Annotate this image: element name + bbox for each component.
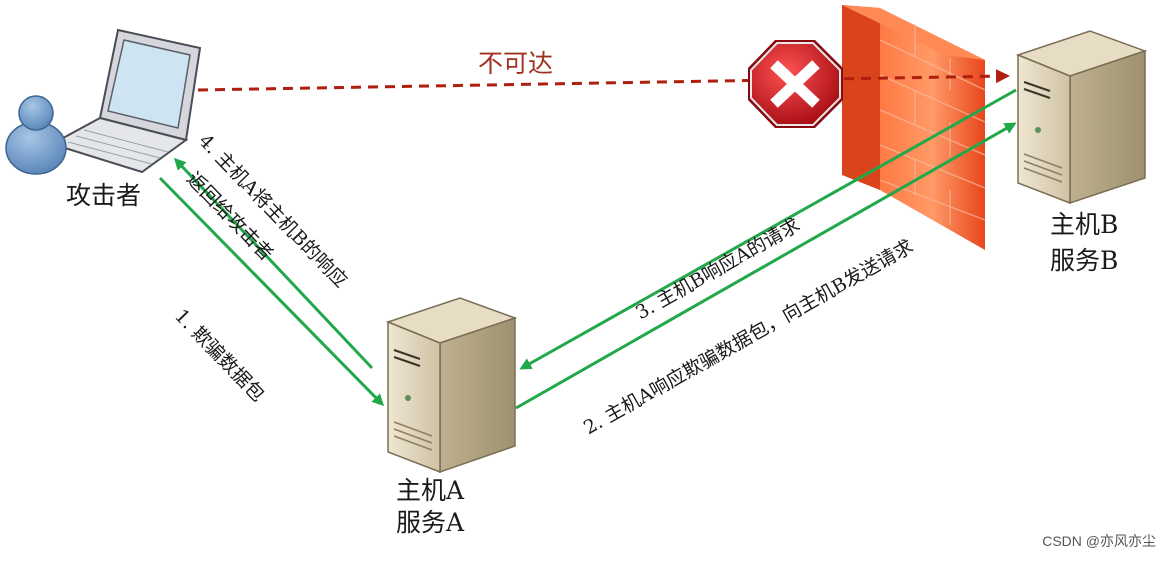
arrow-step1 xyxy=(158,176,385,407)
server-icon-a xyxy=(385,297,518,474)
service-a-label: 服务A xyxy=(396,508,465,537)
unreachable-label: 不可达 xyxy=(478,49,554,78)
laptop-icon xyxy=(49,28,202,174)
arrow-step3 xyxy=(519,88,1017,370)
user-icon xyxy=(5,95,67,175)
arrow-step2 xyxy=(515,122,1017,410)
arrow-step4 xyxy=(173,157,374,370)
error-icon xyxy=(748,40,843,128)
host-b-label: 主机B xyxy=(1050,210,1119,239)
host-a-label: 主机A xyxy=(396,476,465,505)
attacker-label: 攻击者 xyxy=(66,181,142,210)
service-b-label: 服务B xyxy=(1050,246,1119,275)
watermark: CSDN @亦风亦尘 xyxy=(1042,533,1156,549)
server-icon-b xyxy=(1015,30,1148,205)
firewall-icon xyxy=(842,5,986,250)
